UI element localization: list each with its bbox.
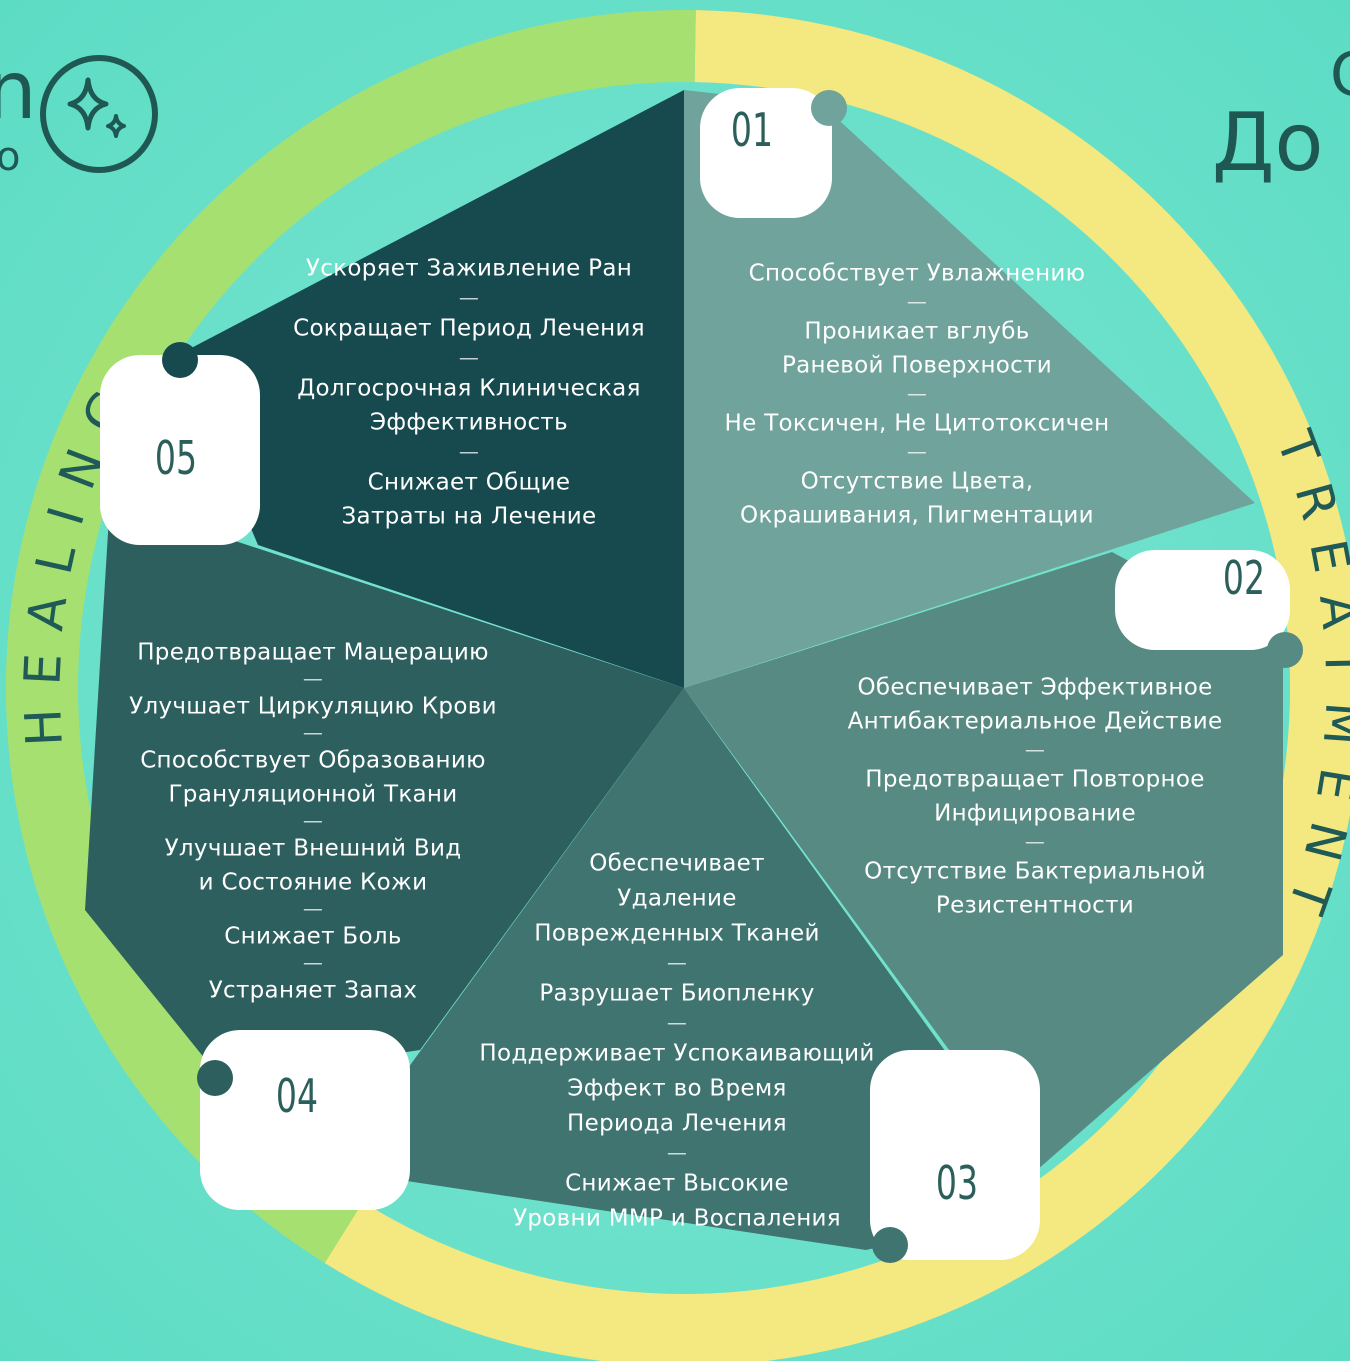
separator: —: [1025, 830, 1045, 854]
separator: —: [907, 440, 927, 464]
separator: —: [907, 290, 927, 314]
benefit-text: Затраты на Лечение: [342, 504, 597, 530]
segment-03-number: 03: [936, 1158, 978, 1211]
segment-05-panel: [178, 90, 684, 688]
segment-05-notch: [162, 342, 198, 378]
segment-05-number: 05: [155, 433, 197, 486]
benefit-text: Разрушает Биопленку: [539, 981, 814, 1007]
benefit-text: Антибактериальное Действие: [848, 709, 1223, 735]
separator: —: [459, 346, 479, 370]
benefit-text: Удаление: [617, 886, 736, 912]
benefit-text: Ускоряет Заживление Ран: [306, 256, 632, 282]
healing-ring-arc: [5, 9, 696, 1263]
benefit-text: Обеспечивает: [589, 851, 765, 877]
segment-04-number-tab: [200, 1030, 410, 1210]
segment-03-number-tab: [870, 1050, 1040, 1260]
benefit-text: Поврежденных Тканей: [534, 921, 819, 947]
benefit-text: Не Токсичен, Не Цитотоксичен: [725, 411, 1110, 437]
segment-01-number: 01: [731, 105, 773, 158]
segment-01-number-tab: [700, 88, 832, 218]
benefit-text: Долгосрочная Клиническая: [297, 376, 640, 402]
separator: —: [303, 667, 323, 691]
segment-01-panel: [684, 90, 1255, 688]
benefit-text: Снижает Боль: [224, 924, 401, 950]
segment-01-notch: [811, 90, 847, 126]
corner-text-right: C: [1330, 40, 1350, 110]
benefit-text: Сокращает Период Лечения: [293, 316, 645, 342]
benefit-text: Окрашивания, Пигментации: [740, 503, 1094, 529]
benefit-text: Грануляционной Ткани: [168, 782, 457, 808]
benefit-text: Способствует Увлажнению: [749, 261, 1086, 287]
separator: —: [303, 951, 323, 975]
separator: —: [667, 951, 687, 975]
segment-05: 05 Ускоряет Заживление Ран — Сокращает Пери…: [100, 90, 684, 688]
segment-04-panel: [85, 500, 684, 1080]
benefit-text: Улучшает Циркуляцию Крови: [129, 694, 497, 720]
segment-02-number-tab: [1115, 550, 1290, 650]
separator: —: [1025, 738, 1045, 762]
benefit-text: Периода Лечения: [567, 1111, 787, 1137]
benefit-text: Инфицирование: [934, 801, 1136, 827]
separator: —: [667, 1141, 687, 1165]
benefit-text: Отсутствие Цвета,: [801, 469, 1034, 495]
benefit-text: Способствует Образованию: [140, 748, 486, 774]
segment-04-notch: [197, 1060, 233, 1096]
benefit-text: Улучшает Внешний Вид: [165, 836, 462, 862]
benefit-text: Снижает Общие: [368, 470, 571, 496]
segment-02-number: 02: [1223, 553, 1265, 606]
benefit-text: Эффект во Время: [567, 1076, 786, 1102]
sparkle-icon: [40, 55, 158, 173]
corner-subtext-left: o: [0, 134, 20, 180]
benefit-text: Проникает вглубь: [804, 319, 1029, 345]
segment-04-number: 04: [276, 1071, 318, 1124]
segment-03-panel: [334, 688, 948, 1250]
separator: —: [459, 440, 479, 464]
segment-02-notch: [1267, 632, 1303, 668]
separator: —: [907, 382, 927, 406]
separator: —: [303, 897, 323, 921]
segment-03-notch: [872, 1227, 908, 1263]
benefit-text: Снижает Высокие: [565, 1171, 789, 1197]
segment-05-number-tab: [100, 355, 260, 545]
benefit-text: Раневой Поверхности: [782, 353, 1052, 379]
benefit-text: Обеспечивает Эффективное: [857, 675, 1212, 701]
separator: —: [303, 721, 323, 745]
benefit-text: Резистентности: [936, 893, 1134, 919]
corner-subtext-right: До 3: [1212, 96, 1350, 189]
benefit-text: Предотвращает Повторное: [865, 767, 1204, 793]
benefit-text: Уровни ММР и Воспаления: [513, 1206, 841, 1232]
separator: —: [459, 286, 479, 310]
benefit-text: Эффективность: [370, 410, 568, 436]
separator: —: [303, 809, 323, 833]
benefit-text: Предотвращает Мацерацию: [137, 640, 489, 666]
benefit-text: Устраняет Запах: [209, 978, 418, 1004]
benefit-text: и Состояние Кожи: [199, 870, 428, 896]
benefit-text: Отсутствие Бактериальной: [864, 859, 1206, 885]
segment-02-panel: [684, 552, 1290, 1170]
corner-text-left: n: [0, 44, 37, 137]
benefit-text: Поддерживает Успокаивающий: [479, 1041, 874, 1067]
separator: —: [667, 1011, 687, 1035]
